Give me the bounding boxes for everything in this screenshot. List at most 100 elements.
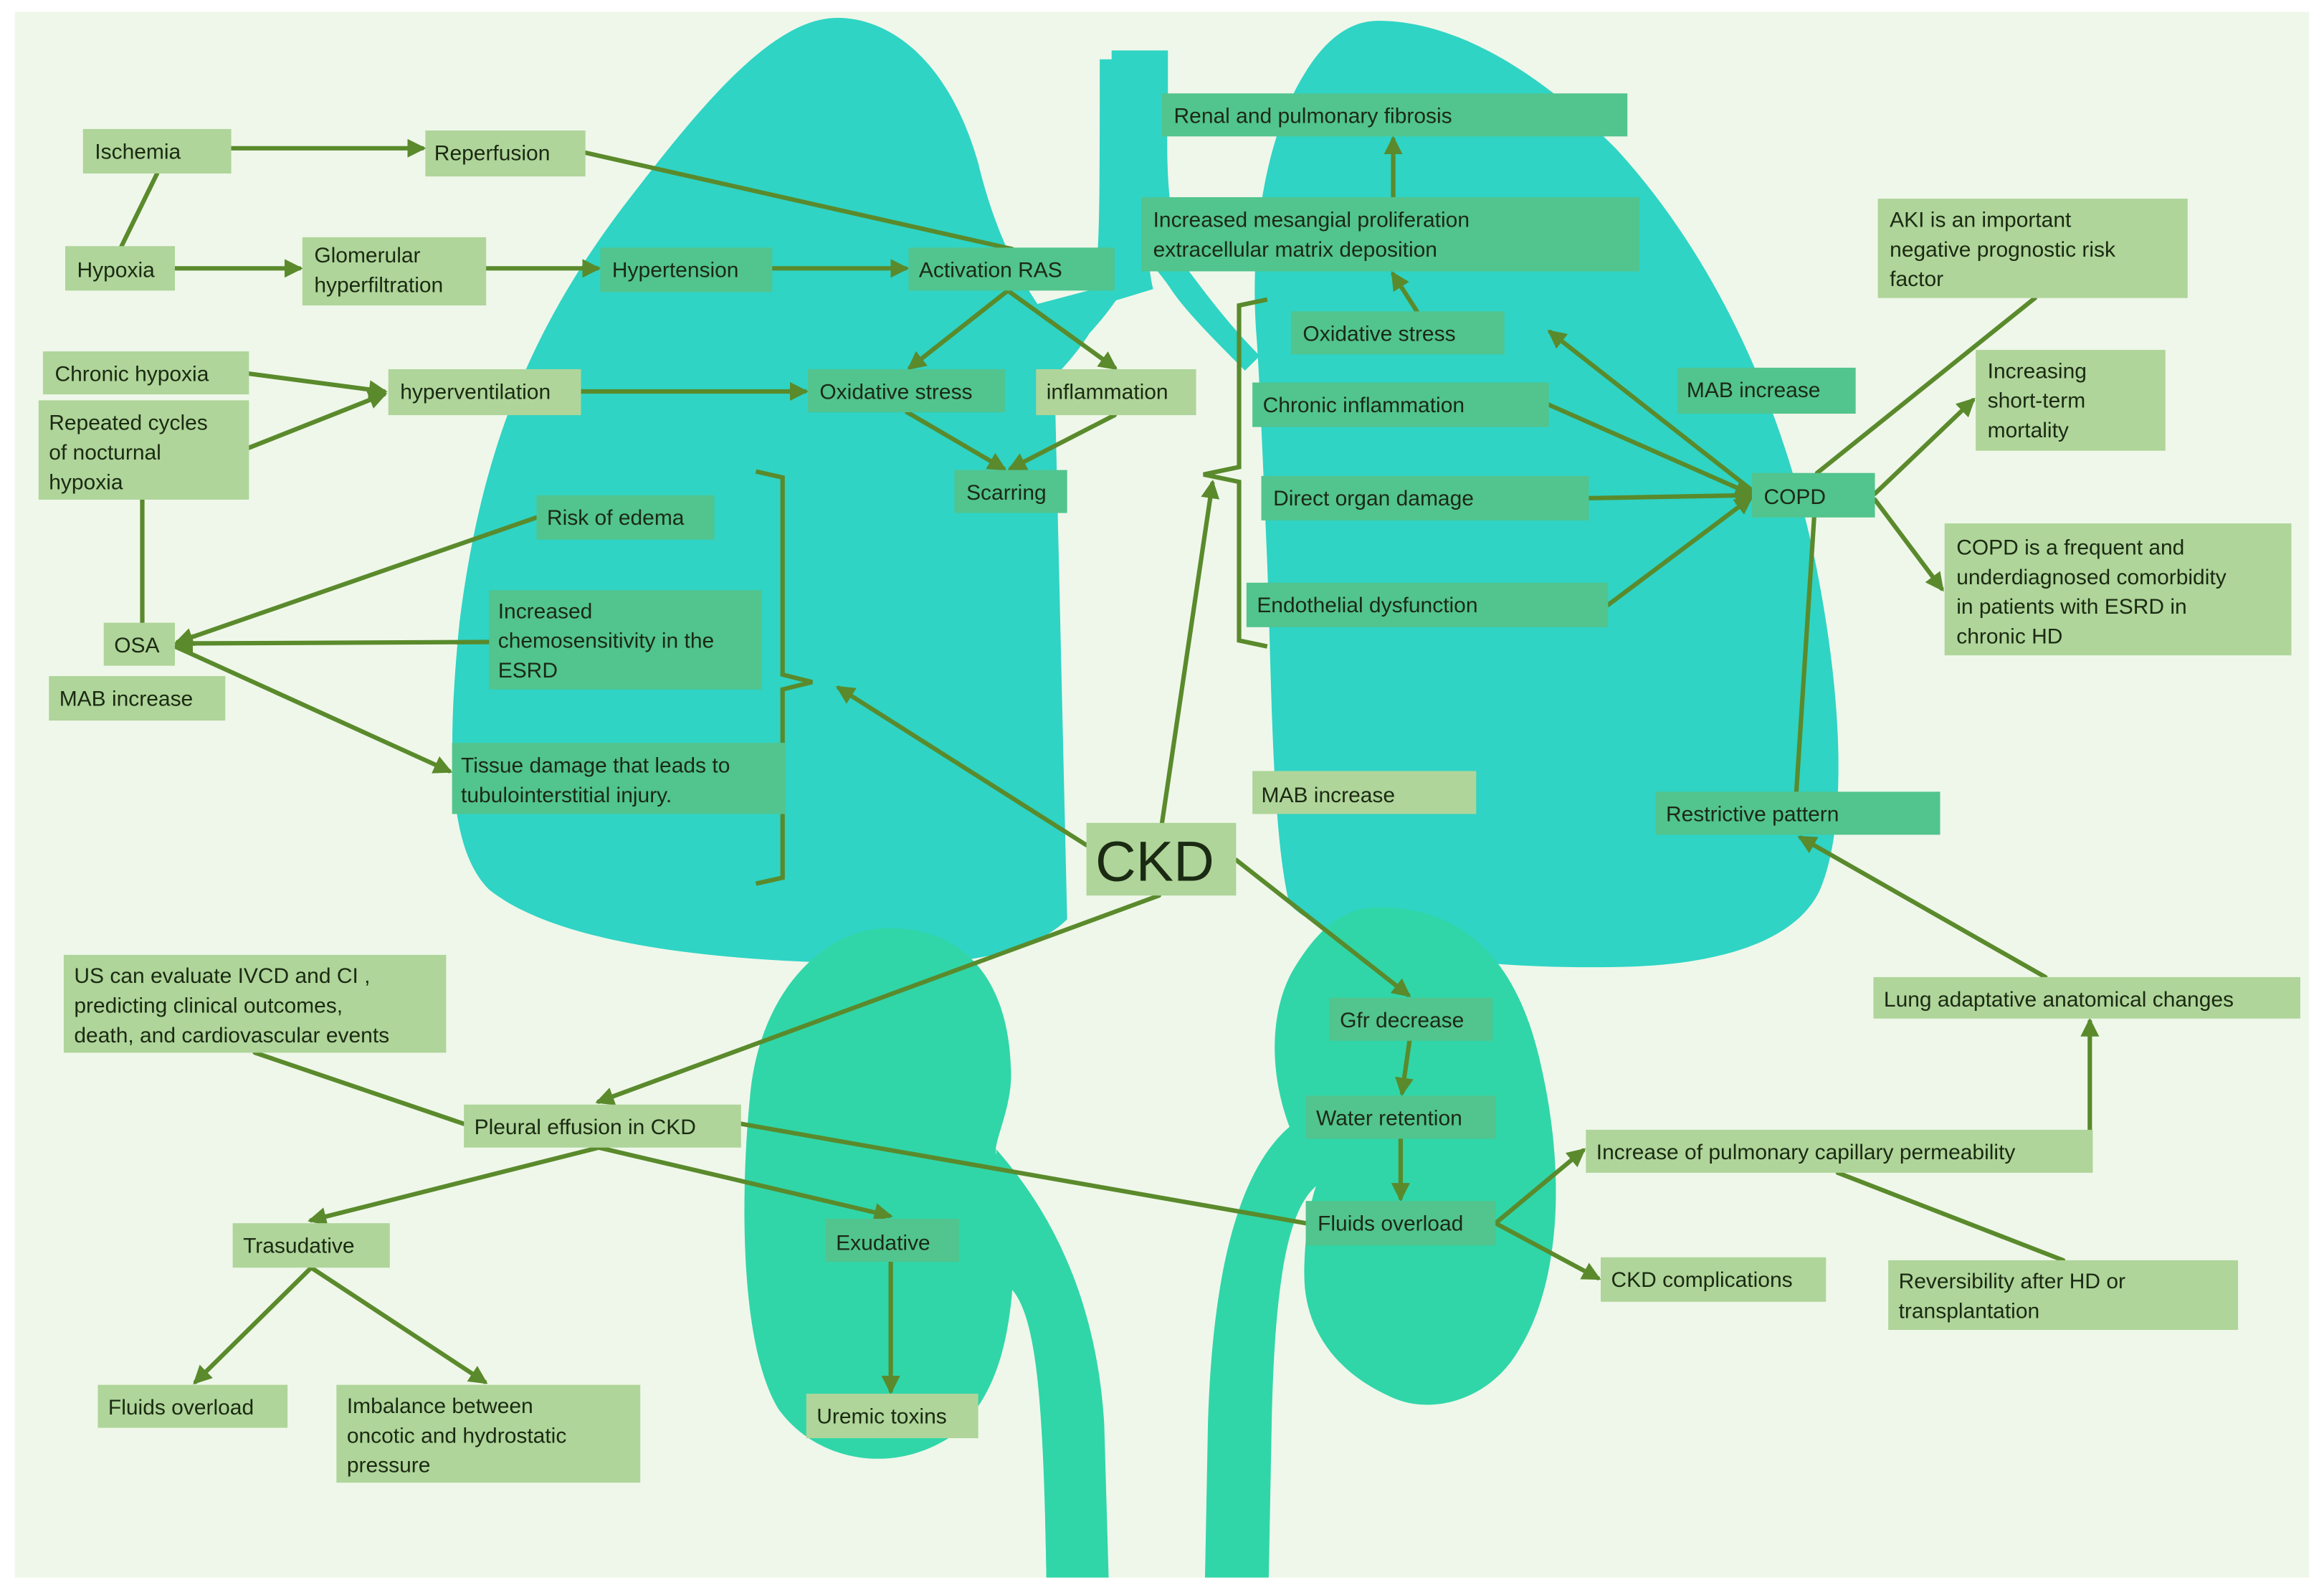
node-risk-edema[interactable]: Risk of edema bbox=[536, 495, 715, 540]
node-direct-organ-damage[interactable]: Direct organ damage bbox=[1261, 475, 1589, 520]
svg-text:Reperfusion: Reperfusion bbox=[434, 141, 551, 165]
edge-direct-organ-damage-to-copd bbox=[1586, 486, 1755, 505]
node-copd[interactable]: COPD bbox=[1751, 472, 1875, 518]
svg-text:MAB increase: MAB increase bbox=[59, 687, 194, 710]
node-ckd[interactable]: CKD bbox=[1086, 822, 1237, 896]
right-brace bbox=[1203, 297, 1268, 649]
node-exudative[interactable]: Exudative bbox=[825, 1218, 959, 1262]
node-label: inflammation bbox=[1047, 380, 1168, 404]
edge-pleural-effusion-to-trasudative bbox=[308, 1145, 601, 1226]
node-label: short-term bbox=[1988, 389, 2086, 413]
node-ckd-complications[interactable]: CKD complications bbox=[1601, 1257, 1827, 1302]
node-fluids-overload-right[interactable]: Fluids overload bbox=[1305, 1201, 1496, 1246]
node-label: extracellular matrix deposition bbox=[1153, 238, 1437, 262]
node-pleural-effusion[interactable]: Pleural effusion in CKD bbox=[464, 1104, 741, 1148]
svg-text:Increase of pulmonary capillar: Increase of pulmonary capillary permeabi… bbox=[1596, 1141, 2016, 1164]
svg-text:MAB increase: MAB increase bbox=[1262, 784, 1396, 807]
node-oxidative-stress-left[interactable]: Oxidative stress bbox=[807, 368, 1005, 412]
svg-text:Direct organ damage: Direct organ damage bbox=[1273, 487, 1474, 510]
node-label: death, and cardiovascular events bbox=[74, 1024, 389, 1047]
node-label: chronic HD bbox=[1956, 625, 2062, 649]
edge-copd-to-short-term-mortality bbox=[1872, 397, 1976, 496]
node-mab-increase-right[interactable]: MAB increase bbox=[1677, 367, 1856, 414]
edge-fluids-overload-right-to-pulm-capillary bbox=[1493, 1148, 1586, 1226]
node-label: COPD bbox=[1763, 485, 1826, 509]
left-brace bbox=[755, 469, 813, 886]
node-label: Increase of pulmonary capillary permeabi… bbox=[1596, 1141, 2016, 1164]
node-label: MAB increase bbox=[1687, 379, 1821, 402]
svg-text:Hypertension: Hypertension bbox=[612, 259, 739, 282]
node-activation-ras[interactable]: Activation RAS bbox=[908, 247, 1115, 291]
svg-text:Fluids overload: Fluids overload bbox=[108, 1396, 254, 1420]
svg-text:MAB increase: MAB increase bbox=[1687, 379, 1821, 402]
svg-text:Chronic inflammation: Chronic inflammation bbox=[1263, 394, 1465, 417]
node-trasudative[interactable]: Trasudative bbox=[232, 1223, 390, 1268]
node-hypoxia[interactable]: Hypoxia bbox=[65, 246, 175, 291]
node-hypertension[interactable]: Hypertension bbox=[600, 247, 773, 293]
node-pulmonary-capillary[interactable]: Increase of pulmonary capillary permeabi… bbox=[1586, 1129, 2093, 1173]
node-restrictive-pattern[interactable]: Restrictive pattern bbox=[1655, 791, 1940, 835]
svg-text:Uremic toxins: Uremic toxins bbox=[816, 1404, 946, 1428]
node-ischemia[interactable]: Ischemia bbox=[82, 128, 232, 173]
edge-pleural-effusion-to-fluids-overload-right bbox=[738, 1121, 1308, 1226]
node-oxidative-stress-right[interactable]: Oxidative stress bbox=[1290, 311, 1505, 355]
node-mab-increase-left[interactable]: MAB increase bbox=[49, 676, 226, 721]
node-water-retention[interactable]: Water retention bbox=[1305, 1095, 1496, 1139]
edge-us-evaluate-to-pleural-effusion bbox=[252, 1050, 467, 1126]
edge-pulm-capillary-to-reversibility bbox=[1835, 1170, 2066, 1262]
node-label: of nocturnal bbox=[49, 441, 161, 465]
edge-fluids-overload-right-to-ckd-complications bbox=[1493, 1221, 1601, 1280]
node-label: Lung adaptative anatomical changes bbox=[1884, 988, 2234, 1012]
edge-copd-to-copd-comorbidity bbox=[1872, 497, 1944, 592]
node-label: COPD is a frequent and bbox=[1956, 536, 2184, 559]
edges bbox=[119, 135, 2100, 1395]
edge-lung-adaptative-to-restrictive-pattern bbox=[1797, 835, 2048, 979]
node-label: Fluids overload bbox=[1318, 1212, 1463, 1236]
node-scarring[interactable]: Scarring bbox=[954, 470, 1067, 513]
node-renal-pulmonary-fibrosis[interactable]: Renal and pulmonary fibrosis bbox=[1162, 93, 1628, 137]
svg-text:Oxidative stress: Oxidative stress bbox=[819, 380, 972, 404]
node-uremic-toxins[interactable]: Uremic toxins bbox=[806, 1394, 978, 1439]
node-reperfusion[interactable]: Reperfusion bbox=[425, 130, 586, 177]
edge-chemosensitivity-to-osa bbox=[173, 634, 492, 653]
edge-inflammation-to-scarring bbox=[1007, 412, 1117, 471]
node-endothelial-dysfunction[interactable]: Endothelial dysfunction bbox=[1246, 582, 1609, 627]
node-label: Hypoxia bbox=[77, 259, 156, 282]
svg-text:Ischemia: Ischemia bbox=[95, 140, 181, 163]
node-label: in patients with ESRD in bbox=[1956, 595, 2186, 619]
node-chronic-hypoxia[interactable]: Chronic hypoxia bbox=[42, 351, 249, 395]
svg-text:OSA: OSA bbox=[114, 634, 159, 657]
node-label: Fluids overload bbox=[108, 1396, 254, 1420]
svg-text:Risk of edema: Risk of edema bbox=[547, 506, 685, 530]
node-chronic-inflammation[interactable]: Chronic inflammation bbox=[1252, 382, 1549, 427]
node-label: Uremic toxins bbox=[816, 1404, 946, 1428]
node-label: Renal and pulmonary fibrosis bbox=[1174, 105, 1452, 128]
svg-text:Chronic hypoxia: Chronic hypoxia bbox=[55, 362, 209, 386]
node-gfr-decrease[interactable]: Gfr decrease bbox=[1329, 997, 1493, 1041]
node-hyperventilation[interactable]: hyperventilation bbox=[388, 368, 581, 416]
node-osa[interactable]: OSA bbox=[103, 622, 175, 666]
edge-copd-to-oxidative-stress-right bbox=[1547, 330, 1759, 496]
node-lung-adaptative[interactable]: Lung adaptative anatomical changes bbox=[1873, 976, 2300, 1019]
node-us-evaluate[interactable]: US can evaluate IVCD and CI ,predicting … bbox=[63, 954, 447, 1053]
node-mab-increase-center[interactable]: MAB increase bbox=[1252, 771, 1477, 814]
svg-text:CKD complications: CKD complications bbox=[1611, 1268, 1792, 1292]
edge-copd-to-aki bbox=[1814, 295, 2037, 475]
node-label: transplantation bbox=[1899, 1300, 2040, 1323]
node-label: Endothelial dysfunction bbox=[1257, 594, 1477, 617]
svg-text:Fluids overload: Fluids overload bbox=[1318, 1212, 1463, 1236]
node-fluids-overload-left[interactable]: Fluids overload bbox=[97, 1384, 288, 1428]
node-inflammation[interactable]: inflammation bbox=[1036, 368, 1196, 416]
